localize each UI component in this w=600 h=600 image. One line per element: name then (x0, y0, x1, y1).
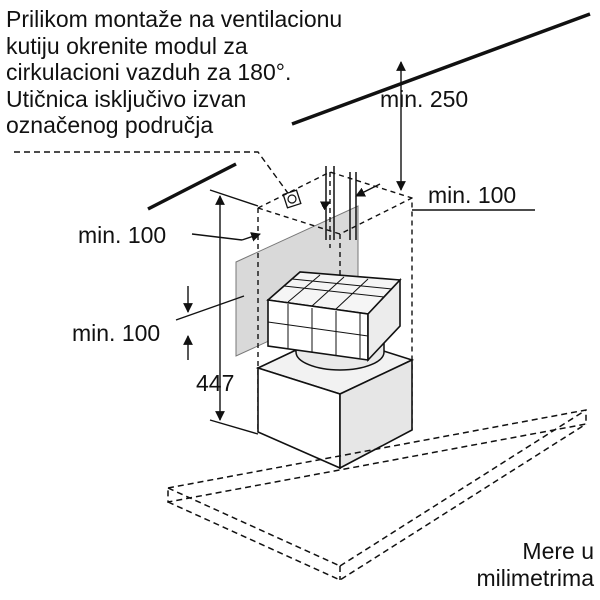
socket-icon (282, 189, 302, 209)
note-line: Prilikom montaže na ventilacionu (6, 6, 343, 32)
label-right-clearance: min. 100 (428, 182, 517, 208)
circulation-module (266, 271, 402, 363)
hood-plate (167, 409, 587, 581)
dim-right-clearance (355, 183, 535, 211)
units-note: Mere u milimetrima (476, 538, 594, 592)
units-line: milimetrima (476, 565, 594, 591)
note-line: kutiju okrenite modul za (6, 32, 248, 59)
dim-height (209, 189, 259, 435)
note-line: cirkulacioni vazduh za 180°. (6, 59, 292, 85)
label-height: 447 (196, 370, 235, 396)
label-top-clearance: min. 250 (380, 86, 469, 112)
units-line: Mere u (522, 538, 594, 564)
instruction-note: Prilikom montaže na ventilacionu kutiju … (6, 6, 342, 139)
note-leader-line (14, 151, 291, 197)
note-line: označenog područja (6, 112, 214, 138)
label-left-clearance: min. 100 (78, 222, 167, 248)
label-depth-clearance: min. 100 (72, 320, 161, 346)
wall-top-line (147, 162, 237, 211)
dim-depth-clearance (175, 286, 245, 360)
note-line: Utičnica isključivo izvan (6, 85, 247, 112)
ceiling-line (291, 12, 591, 126)
